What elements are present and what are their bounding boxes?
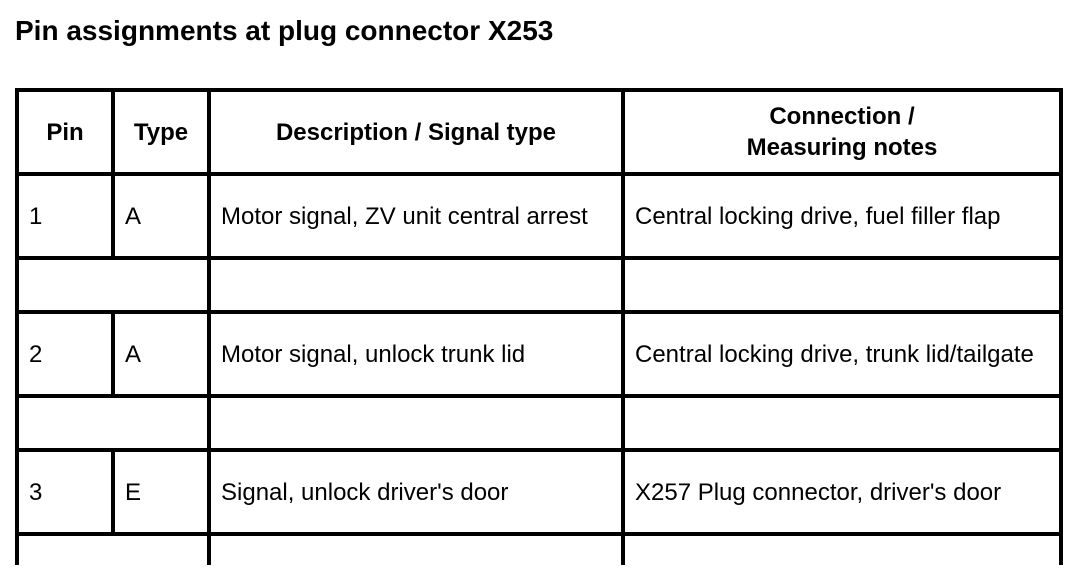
header-type: Type — [111, 88, 211, 176]
spacer-cell — [621, 256, 1063, 314]
cell-type: A — [111, 310, 211, 398]
table-continuation-row — [15, 532, 1063, 565]
spacer-cell — [15, 256, 211, 314]
cell-connection: Central locking drive, fuel filler flap — [621, 172, 1063, 260]
table-row: 2 A Motor signal, unlock trunk lid Centr… — [15, 310, 1063, 398]
cell-description: Motor signal, unlock trunk lid — [207, 310, 625, 398]
continuation-cell — [621, 532, 1063, 565]
page-title: Pin assignments at plug connector X253 — [15, 15, 554, 46]
header-connection-line1: Connection / — [769, 103, 915, 130]
header-description: Description / Signal type — [207, 88, 625, 176]
table-row: 1 A Motor signal, ZV unit central arrest… — [15, 172, 1063, 260]
spacer-cell — [621, 394, 1063, 452]
continuation-cell — [15, 532, 211, 565]
table-spacer-row — [15, 394, 1063, 452]
continuation-cell — [207, 532, 625, 565]
spacer-cell — [207, 394, 625, 452]
pin-assignment-table: Pin Type Description / Signal type Conne… — [15, 88, 1063, 565]
table-row: 3 E Signal, unlock driver's door X257 Pl… — [15, 448, 1063, 536]
header-connection-line2: Measuring notes — [746, 134, 938, 161]
cell-type: E — [111, 448, 211, 536]
spacer-cell — [207, 256, 625, 314]
cell-pin: 1 — [15, 172, 115, 260]
cell-pin: 3 — [15, 448, 115, 536]
table-header-row: Pin Type Description / Signal type Conne… — [15, 88, 1063, 176]
cell-description: Motor signal, ZV unit central arrest — [207, 172, 625, 260]
cell-connection: X257 Plug connector, driver's door — [621, 448, 1063, 536]
table-spacer-row — [15, 256, 1063, 314]
cell-type: A — [111, 172, 211, 260]
header-connection: Connection / Measuring notes — [621, 88, 1063, 176]
spacer-cell — [15, 394, 211, 452]
cell-description: Signal, unlock driver's door — [207, 448, 625, 536]
header-pin: Pin — [15, 88, 115, 176]
cell-connection: Central locking drive, trunk lid/tailgat… — [621, 310, 1063, 398]
cell-pin: 2 — [15, 310, 115, 398]
